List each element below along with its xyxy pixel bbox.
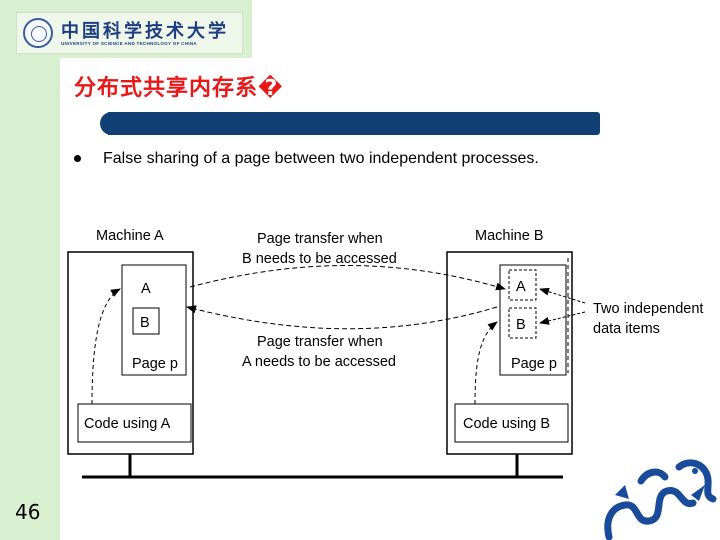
university-emblem-icon [23, 18, 53, 48]
title-bar [108, 112, 600, 135]
code-b-label: Code using B [463, 416, 550, 432]
bullet-text: False sharing of a page between two inde… [103, 150, 539, 167]
page-p-label-a: Page p [132, 356, 178, 372]
machine-a-label: Machine A [96, 228, 164, 244]
university-logo: 中国科学技术大学 UNIVERSITY OF SCIENCE AND TECHN… [16, 12, 243, 54]
item-b-label-in-a: B [140, 315, 150, 331]
item-b-box-in-a [132, 307, 160, 335]
dragon-logo-icon [604, 459, 717, 540]
item-a-dashed-box [508, 269, 537, 301]
logo-english-name: UNIVERSITY OF SCIENCE AND TECHNOLOGY OF … [61, 41, 197, 46]
transfer-arrow-top [189, 265, 506, 291]
code-a-box [77, 403, 192, 443]
item-b-dashed-box [508, 307, 537, 339]
code-a-label: Code using A [84, 416, 171, 432]
item-a-label-in-b: A [516, 279, 526, 295]
note-line1: Two independent [593, 301, 703, 317]
page-p-label-b: Page p [511, 356, 557, 372]
note-arrow-to-b [539, 311, 586, 325]
page-b-box [499, 264, 567, 376]
item-a-label-in-a: A [141, 281, 151, 297]
header-logo-area: 中国科学技术大学 UNIVERSITY OF SCIENCE AND TECHN… [0, 0, 252, 58]
transfer-top-line2: B needs to be accessed [242, 251, 397, 267]
bullet-icon [74, 155, 81, 162]
slide-title: 分布式共享内存系� [74, 76, 284, 101]
logo-chinese-name: 中国科学技术大学 [61, 21, 229, 42]
left-sidebar-band [0, 0, 60, 540]
transfer-bottom-line2: A needs to be accessed [242, 354, 396, 370]
access-arrow-b [474, 321, 498, 405]
page-number: 46 [15, 500, 41, 524]
transfer-top-line1: Page transfer when [257, 231, 383, 247]
code-b-box [454, 403, 569, 443]
note-arrow-to-a [539, 287, 586, 304]
access-arrow-a [91, 288, 121, 405]
machine-b-label: Machine B [475, 228, 544, 244]
note-line2: data items [593, 321, 660, 337]
transfer-bottom-line1: Page transfer when [257, 334, 383, 350]
item-b-label-in-b: B [516, 317, 526, 333]
